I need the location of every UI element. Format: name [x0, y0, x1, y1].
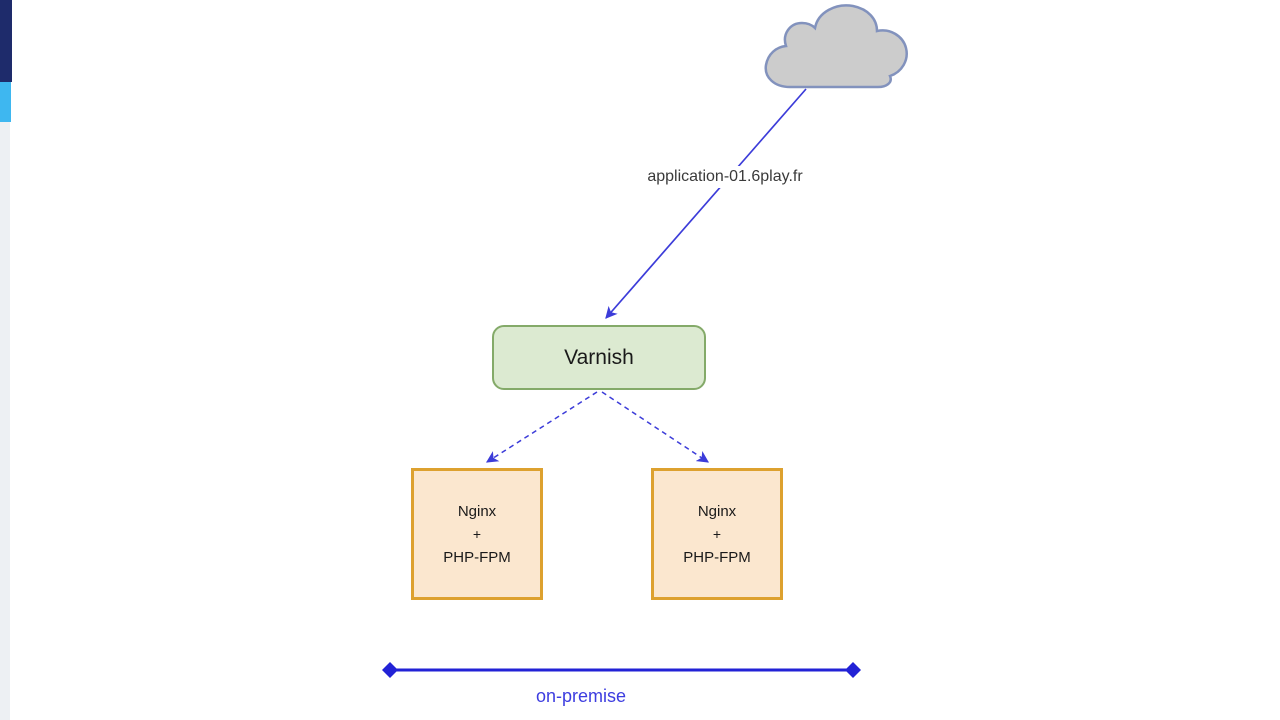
internet-cloud-icon: [764, 4, 908, 89]
nginx-node-left: Nginx + PHP-FPM: [411, 468, 543, 600]
nginx-left-label-line2: +: [472, 525, 482, 542]
nginx-right-label-line3: PHP-FPM: [683, 548, 751, 566]
varnish-node: Varnish: [492, 325, 706, 390]
edge-hostname-label: application-01.6play.fr: [618, 166, 832, 188]
scope-diamond-right: [845, 662, 861, 678]
nginx-left-label-line1: Nginx: [457, 502, 497, 520]
on-premise-label: on-premise: [535, 686, 627, 706]
nginx-right-label-line2: +: [712, 525, 722, 542]
nginx-node-right: Nginx + PHP-FPM: [651, 468, 783, 600]
scope-diamond-left: [382, 662, 398, 678]
rail-gray-segment: [0, 122, 10, 720]
rail-dark-segment: [0, 0, 12, 82]
rail-sky-segment: [0, 82, 11, 122]
edge-varnish-to-nginx-left: [485, 391, 598, 463]
edge-cloud-to-varnish: [605, 88, 807, 319]
nginx-right-label-line1: Nginx: [697, 502, 737, 520]
varnish-node-label: Varnish: [564, 345, 634, 369]
nginx-left-label-line3: PHP-FPM: [443, 548, 511, 566]
edge-varnish-to-nginx-right: [601, 391, 710, 463]
